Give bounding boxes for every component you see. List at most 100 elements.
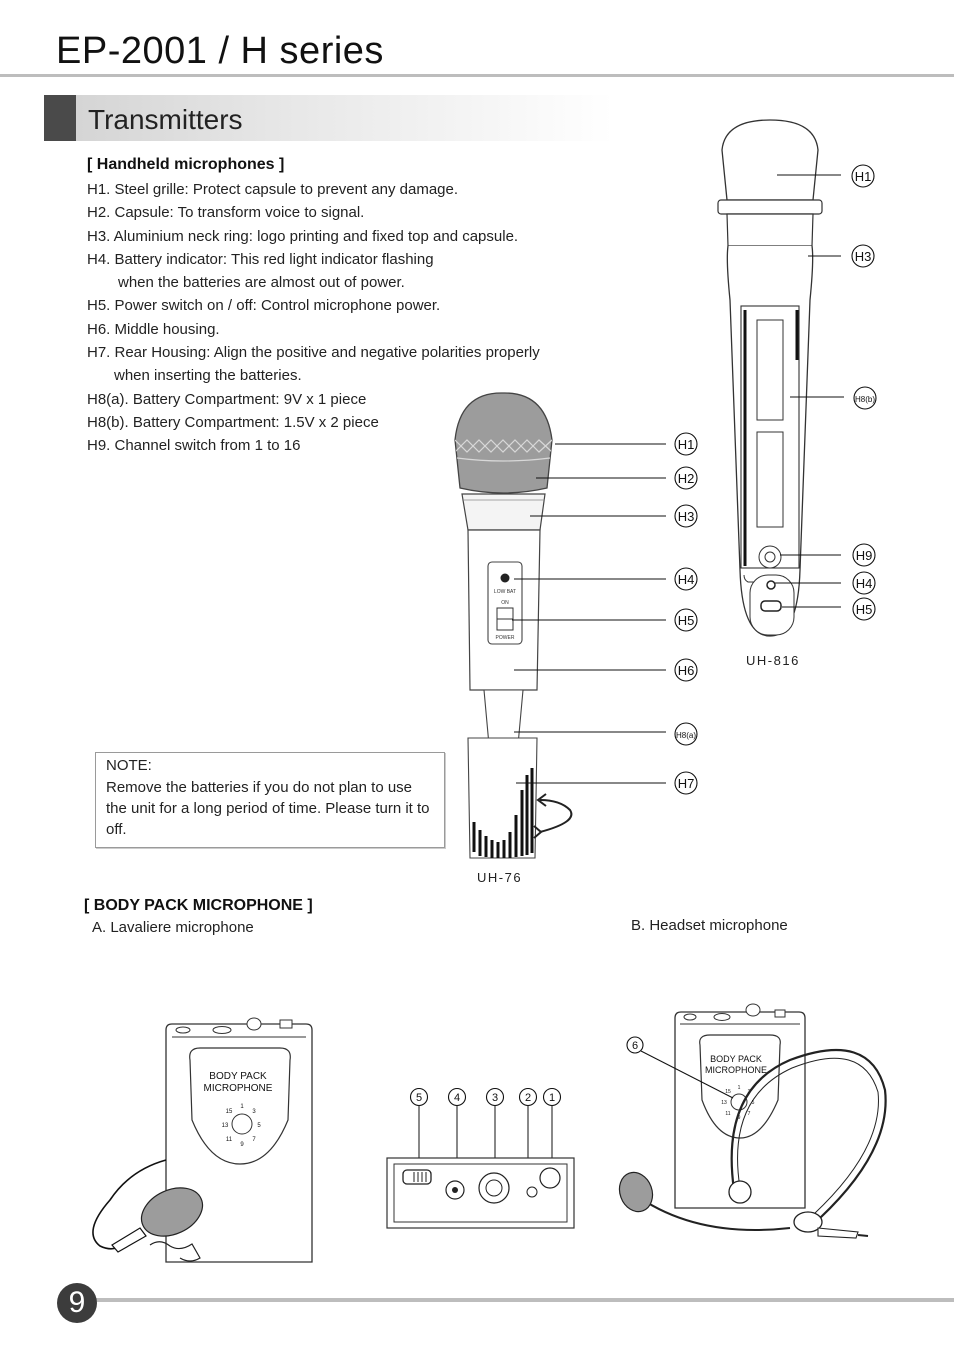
dial-number: 15: [725, 1089, 731, 1095]
list-item: H4. Battery indicator: This red light in…: [87, 250, 434, 268]
uh76-on-label: ON: [501, 600, 509, 606]
note-text: Remove the batteries if you do not plan …: [106, 779, 430, 838]
uh76-neck-ring: [461, 493, 546, 531]
bodypack-sub-lavaliere: A. Lavaliere microphone: [92, 919, 254, 936]
uh76-callout-h7: H7: [678, 776, 695, 791]
uh76-rear-housing: [467, 737, 538, 859]
lavaliere-label-panel: [189, 1047, 291, 1165]
bodypack-sub-headset: B. Headset microphone: [631, 917, 788, 934]
lavaliere-clip-icon: [149, 1241, 201, 1262]
document-title: EP-2001 / H series: [56, 30, 384, 72]
dial-number: 5: [257, 1123, 261, 1129]
lavaliere-label-line2: MICROPHONE: [204, 1083, 273, 1094]
list-item: H8(b). Battery Compartment: 1.5V x 2 pie…: [87, 413, 379, 431]
uh76-callout-h5: H5: [678, 613, 695, 628]
handheld-item-list: H1. Steel grille: Protect capsule to pre…: [87, 178, 540, 458]
list-item: H1. Steel grille: Protect capsule to pre…: [87, 181, 459, 198]
uh76-battery-9v: [483, 689, 524, 746]
top-panel-callout-5: 5: [416, 1092, 422, 1104]
dial-number: 7: [252, 1137, 256, 1143]
lavaliere-channel-dial: [231, 1113, 253, 1135]
page-number: 9: [57, 1283, 97, 1323]
dial-number: 9: [738, 1115, 741, 1121]
top-panel-callout-2: 2: [525, 1092, 531, 1104]
list-item-continuation: when inserting the batteries.: [114, 367, 302, 385]
headset-ear-pad: [793, 1211, 823, 1233]
headset-headband: [730, 1048, 887, 1219]
top-panel-power-switch: [402, 1169, 432, 1185]
dial-number: 3: [252, 1109, 256, 1115]
top-panel-callout-1: 1: [549, 1092, 555, 1104]
uh816-battery-indicator-icon: [766, 580, 776, 590]
headset-label-panel: [699, 1034, 781, 1139]
uh76-callout-h8a: H8(a): [676, 731, 696, 740]
uh816-grille: [721, 119, 819, 201]
top-panel-callout-3: 3: [492, 1092, 498, 1104]
dial-number: 13: [721, 1100, 727, 1106]
uh76-callout-h2: H2: [678, 471, 695, 486]
uh816-caption: UH-816: [746, 653, 800, 668]
uh816-power-switch: [760, 600, 782, 612]
section-title: Transmitters: [88, 104, 243, 135]
uh76-rear-housing-shading: [472, 768, 534, 858]
uh76-rotation-arrow-icon: [539, 799, 573, 833]
dial-number: 13: [222, 1123, 229, 1129]
uh76-grille-mesh: [455, 439, 552, 462]
lavaliere-mic-foam: [140, 1187, 204, 1237]
headset-callout-6: 6: [632, 1040, 638, 1052]
uh76-callout-h1: H1: [678, 437, 695, 452]
uh76-microphone-illustration: LOW BAT ON POWER: [454, 392, 698, 859]
uh816-battery-aa-2: [756, 431, 784, 528]
uh76-caption: UH-76: [477, 870, 523, 885]
headset-antenna-icon: [745, 1003, 761, 1017]
dial-number: 9: [240, 1142, 244, 1148]
list-item-continuation: when the batteries are almost out of pow…: [118, 274, 405, 292]
list-item: H8(a). Battery Compartment: 9V x 1 piece: [87, 390, 367, 408]
note-box: [95, 752, 445, 848]
dial-number: 11: [226, 1137, 233, 1143]
list-item: H9. Channel switch from 1 to 16: [87, 437, 301, 455]
dial-number: 15: [226, 1109, 233, 1115]
uh816-callout-h1: H1: [855, 169, 872, 184]
top-panel-antenna: [539, 1167, 561, 1189]
lavaliere-bodypack-illustration: BODY PACK MICROPHONE 1 3 5 7 9 11 13 15: [92, 1017, 313, 1263]
footer-divider: [60, 1298, 954, 1302]
top-panel-callout-4: 4: [454, 1092, 460, 1104]
list-item: H6. Middle housing.: [87, 320, 220, 338]
uh76-callout-h3: H3: [678, 509, 695, 524]
handheld-heading: [ Handheld microphones ]: [87, 156, 285, 173]
headset-mic-foam: [618, 1171, 654, 1213]
section-accent-block: [44, 95, 76, 141]
top-panel-indicator-led: [526, 1186, 538, 1198]
list-item: H3. Aluminium neck ring: logo printing a…: [87, 227, 519, 245]
uh816-callout-h9: H9: [856, 548, 873, 563]
uh76-callout-h6: H6: [678, 663, 695, 678]
dial-number: 1: [240, 1104, 244, 1110]
uh816-ring: [717, 199, 823, 215]
uh76-grille: [454, 392, 553, 494]
headset-plug: [817, 1227, 859, 1239]
uh76-battery-indicator-icon: [500, 573, 510, 583]
title-divider: [0, 74, 954, 77]
uh816-callout-h8b: H8(b): [855, 395, 875, 404]
bodypack-heading: [ BODY PACK MICROPHONE ]: [84, 897, 313, 914]
uh76-power-label: POWER: [496, 635, 515, 641]
uh816-callout-h5: H5: [856, 602, 873, 617]
list-item: H2. Capsule: To transform voice to signa…: [87, 204, 365, 222]
section-header-bar: [44, 95, 614, 141]
dial-number: 11: [725, 1111, 730, 1117]
list-item: H5. Power switch on / off: Control micro…: [87, 297, 441, 315]
uh76-lowbat-label: LOW BAT: [494, 589, 516, 595]
uh816-battery-aa-1: [756, 319, 784, 421]
lavaliere-label-line1: BODY PACK: [209, 1071, 267, 1082]
headset-bodypack-illustration: BODY PACK MICROPHONE 1 3 5 7 9 11 13 15 …: [618, 1003, 887, 1239]
uh816-microphone-illustration: H1 H3 H8(b) H9 H4 H5: [717, 119, 877, 637]
uh816-callout-h4: H4: [856, 576, 873, 591]
uh76-callout-h4: H4: [678, 572, 695, 587]
headset-label-line2: MICROPHONE: [705, 1065, 767, 1075]
note-title: NOTE:: [106, 757, 152, 774]
dial-number: 7: [748, 1111, 751, 1117]
dial-number: 1: [738, 1085, 741, 1091]
headset-label-line1: BODY PACK: [710, 1054, 762, 1064]
lavaliere-antenna-icon: [246, 1017, 262, 1031]
